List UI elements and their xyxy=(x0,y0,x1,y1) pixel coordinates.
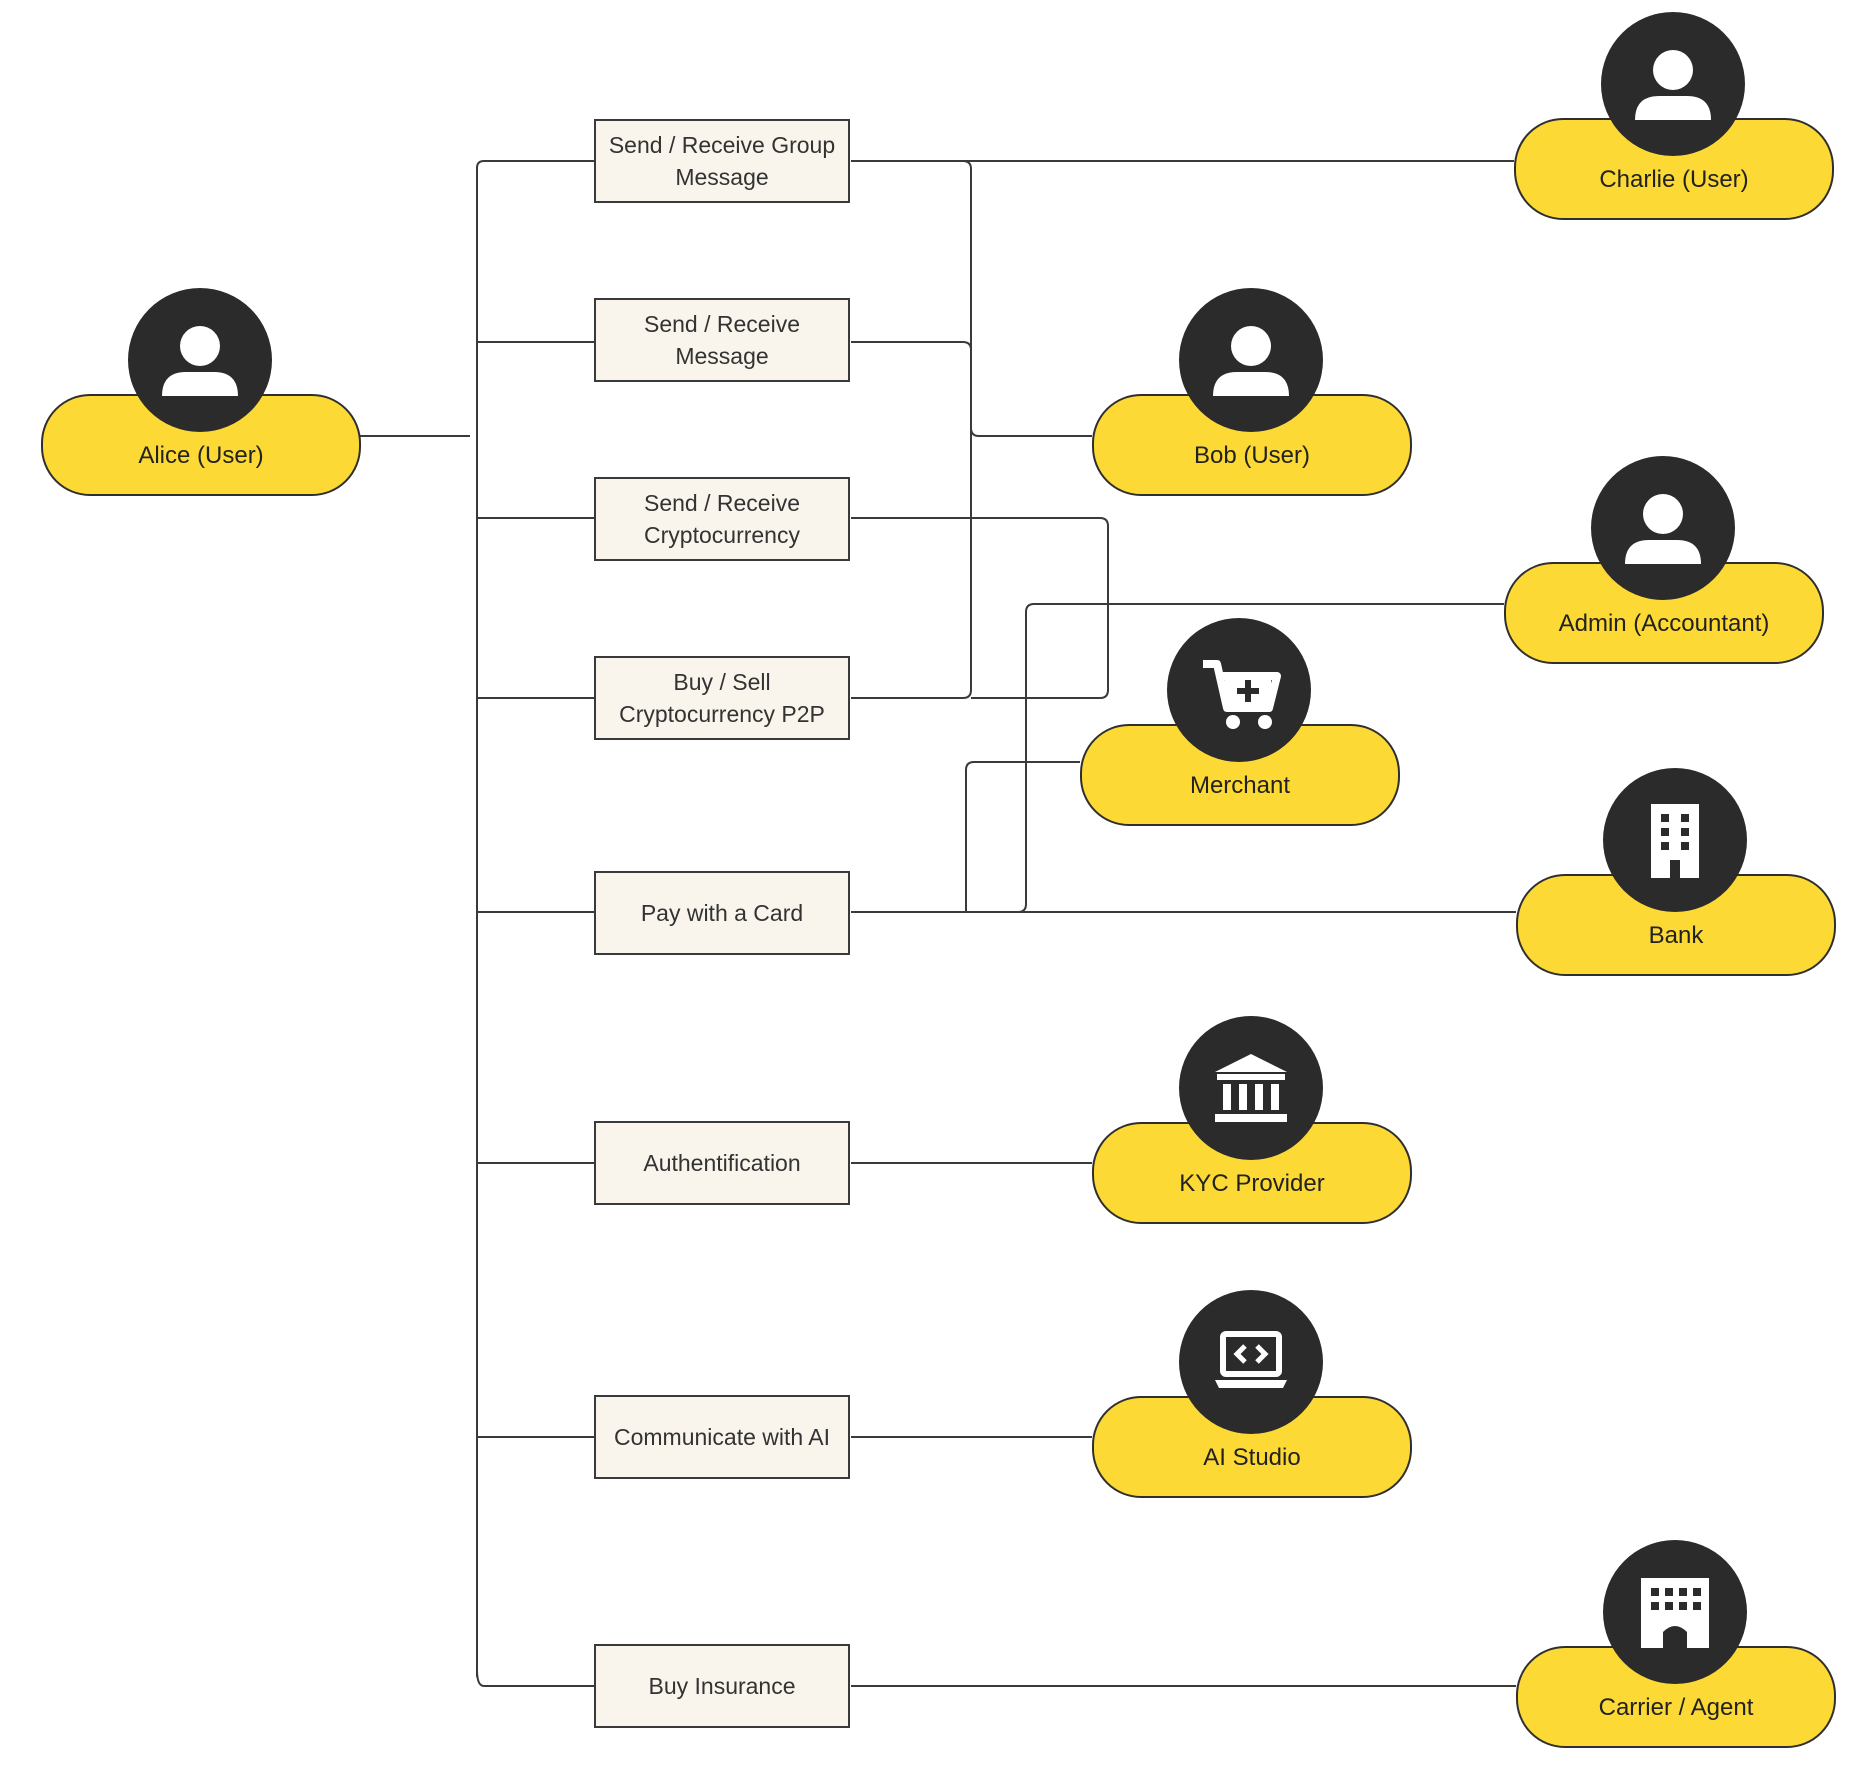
usecase-auth[interactable]: Authentification xyxy=(594,1121,850,1205)
connector-alice-trunk xyxy=(360,168,478,1677)
actor-kyc[interactable]: KYC Provider xyxy=(1092,1016,1416,1264)
actor-ai-studio[interactable]: AI Studio xyxy=(1092,1290,1416,1538)
user-icon xyxy=(1635,50,1711,120)
usecase-label: Send / Receive Message xyxy=(644,311,800,369)
actor-label: AI Studio xyxy=(1203,1444,1301,1471)
actor-bank[interactable]: Bank xyxy=(1516,768,1840,1016)
connector-card-merchant xyxy=(965,761,1080,912)
actor-label: Bob (User) xyxy=(1193,442,1311,469)
actor-label: Bank xyxy=(1648,922,1704,949)
connector-group-bob xyxy=(851,160,1092,437)
connector-message-bob xyxy=(851,341,972,436)
actor-icon-circle xyxy=(1179,1290,1323,1434)
usecase-label: Pay with a Card xyxy=(640,900,804,926)
actor-merchant[interactable]: Merchant xyxy=(1080,618,1404,866)
usecase-label: Authentification xyxy=(643,1150,801,1176)
usecase-label: Communicate with AI xyxy=(613,1424,831,1450)
actor-label: Alice (User) xyxy=(138,442,264,469)
user-icon xyxy=(1213,326,1289,396)
connector-card-admin xyxy=(1017,603,1108,913)
usecase-ai[interactable]: Communicate with AI xyxy=(594,1395,850,1479)
actor-icon-circle xyxy=(1179,288,1323,432)
connector-alice-insurance xyxy=(476,1669,594,1687)
actor-label: Carrier / Agent xyxy=(1598,1694,1754,1721)
use-case-diagram: Send / Receive Group Message Send / Rece… xyxy=(41,12,1840,1748)
usecase-group-message[interactable]: Send / Receive Group Message xyxy=(594,119,850,203)
usecase-card[interactable]: Pay with a Card xyxy=(594,871,850,955)
usecase-label: Send / Receive Cryptocurrency xyxy=(644,490,800,548)
connector-lines xyxy=(360,160,1516,1687)
usecase-message[interactable]: Send / Receive Message xyxy=(594,298,850,382)
actor-admin[interactable]: Admin (Accountant) xyxy=(1504,456,1828,704)
actor-label: Admin (Accountant) xyxy=(1558,610,1770,637)
laptop-code-icon xyxy=(1215,1331,1287,1388)
actor-bob[interactable]: Bob (User) xyxy=(1092,288,1416,536)
office-building-icon xyxy=(1641,1578,1709,1648)
user-icon xyxy=(1625,494,1701,564)
actor-icon-circle xyxy=(1167,618,1311,762)
actor-icon-circle xyxy=(128,288,272,432)
cart-plus-icon xyxy=(1203,660,1281,729)
actor-label: Charlie (User) xyxy=(1599,166,1749,193)
actor-alice[interactable]: Alice (User) xyxy=(41,288,365,536)
connector-crypto-admin xyxy=(851,517,1109,604)
actor-icon-circle xyxy=(1179,1016,1323,1160)
usecase-crypto[interactable]: Send / Receive Cryptocurrency xyxy=(594,477,850,561)
actor-icon-circle xyxy=(1603,768,1747,912)
usecase-label: Buy / Sell Cryptocurrency P2P xyxy=(619,669,825,727)
actor-icon-circle xyxy=(1601,12,1745,156)
connector-p2p-bob xyxy=(851,436,972,699)
actor-icon-circle xyxy=(1603,1540,1747,1684)
bank-columns-icon xyxy=(1215,1054,1287,1122)
actor-label: KYC Provider xyxy=(1179,1170,1325,1197)
actor-label: Merchant xyxy=(1189,772,1291,799)
usecase-insurance[interactable]: Buy Insurance xyxy=(594,1644,850,1728)
connector-alice-group xyxy=(476,160,594,169)
actor-carrier[interactable]: Carrier / Agent xyxy=(1516,1540,1840,1788)
usecase-p2p[interactable]: Buy / Sell Cryptocurrency P2P xyxy=(594,656,850,740)
actor-icon-circle xyxy=(1591,456,1735,600)
usecase-label: Buy Insurance xyxy=(648,1673,796,1699)
connector-crypto-p2p xyxy=(971,604,1109,699)
user-icon xyxy=(162,326,238,396)
building-icon xyxy=(1651,804,1699,878)
usecase-label: Send / Receive Group Message xyxy=(608,132,836,190)
actor-charlie[interactable]: Charlie (User) xyxy=(1514,12,1838,260)
